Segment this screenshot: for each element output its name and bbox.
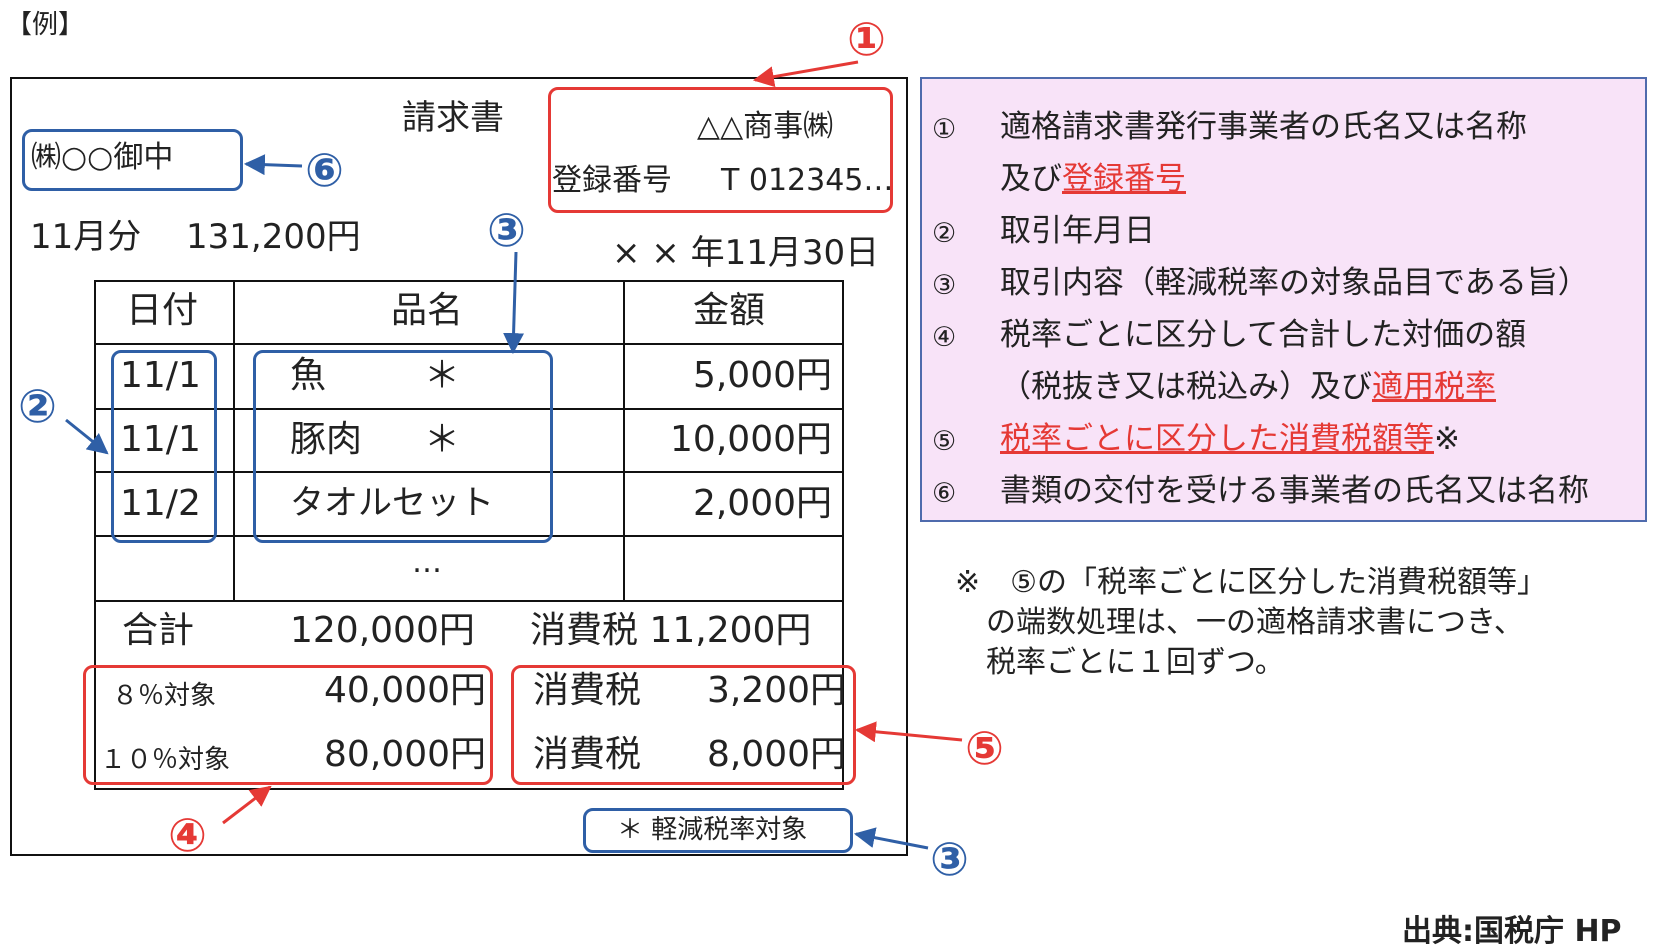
legend-text: （税抜き又は税込み）及び xyxy=(1000,369,1372,405)
breakdown-tax-label: 消費税 xyxy=(533,734,642,775)
legend-number: ⑥ xyxy=(932,478,957,509)
marker-4: ④ xyxy=(168,808,207,862)
row-item: タオルセット xyxy=(290,483,494,523)
table-line xyxy=(233,280,235,600)
legend-item-continued: （税抜き又は税込み）及び適用税率 xyxy=(1000,372,1496,403)
legend-number: ④ xyxy=(932,322,957,353)
legend-panel xyxy=(920,77,1647,522)
reduced-rate-note-box xyxy=(583,808,853,853)
row-reduced-mark: ＊ xyxy=(424,355,461,396)
row-reduced-mark: ＊ xyxy=(424,419,461,460)
row-ellipsis: … xyxy=(412,545,442,580)
table-line xyxy=(94,280,844,282)
reduced-rate-note: ＊ 軽減税率対象 xyxy=(617,815,808,845)
row-date: 11/1 xyxy=(120,419,201,460)
legend-item: 取引内容（軽減税率の対象品目である旨） xyxy=(1000,265,1589,301)
arrow-marker-3-note xyxy=(853,827,929,850)
arrow-marker-1 xyxy=(752,60,859,88)
arrow-marker-5 xyxy=(854,721,963,743)
legend-number: ② xyxy=(932,218,957,249)
legend-item: 税率ごとに区分して合計した対価の額 xyxy=(1000,317,1527,353)
table-line xyxy=(94,408,844,410)
legend-highlight: 登録番号 xyxy=(1062,161,1186,197)
marker-1: ① xyxy=(847,12,886,66)
legend-item: 書類の交付を受ける事業者の氏名又は名称 xyxy=(1000,473,1589,509)
table-line xyxy=(94,535,844,537)
arrow-marker-3-items xyxy=(503,251,525,355)
table-line xyxy=(94,280,96,790)
row-item: 魚 xyxy=(290,355,327,396)
breakdown-label: ８％対象 xyxy=(112,681,217,711)
total-tax: 消費税 11,200円 xyxy=(530,610,812,651)
arrow-marker-6 xyxy=(243,154,303,176)
table-line xyxy=(94,600,844,602)
source-credit: 出典:国税庁 HP xyxy=(1402,914,1622,949)
period-total: 131,200円 xyxy=(186,217,361,257)
rate-breakdown-box xyxy=(83,665,493,785)
registration-label: 登録番号 xyxy=(552,163,672,198)
column-header-amount: 金額 xyxy=(693,290,766,331)
row-date: 11/2 xyxy=(120,483,201,524)
issuer-name: △△商事㈱ xyxy=(697,109,834,144)
legend-item: 適格請求書発行事業者の氏名又は名称 xyxy=(1000,109,1527,145)
row-item: 豚肉 xyxy=(290,419,363,460)
marker-5: ⑤ xyxy=(965,721,1004,775)
footnote-line: の端数処理は、一の適格請求書につき、 xyxy=(986,605,1524,640)
legend-highlight: 適用税率 xyxy=(1372,369,1496,405)
breakdown-value: 80,000円 xyxy=(324,734,486,775)
legend-number: ① xyxy=(932,114,957,145)
breakdown-label: １０％対象 xyxy=(100,745,231,775)
legend-item-continued: 及び登録番号 xyxy=(1000,164,1186,195)
row-date: 11/1 xyxy=(120,355,201,396)
breakdown-value: 40,000円 xyxy=(324,670,486,711)
recipient-box xyxy=(22,129,243,191)
issuer-box xyxy=(548,87,893,213)
legend-item: 税率ごとに区分した消費税額等※ xyxy=(1000,424,1460,455)
legend-text: ※ xyxy=(1434,421,1460,457)
invoice-title: 請求書 xyxy=(402,98,504,138)
invoice-frame xyxy=(10,77,908,856)
example-label: 【例】 xyxy=(6,10,85,40)
footnote-line: ※ ⑤の「税率ごとに区分した消費税額等」 xyxy=(955,565,1548,600)
marker-6: ⑥ xyxy=(305,143,344,197)
marker-3-items: ③ xyxy=(487,203,526,257)
legend-highlight: 税率ごとに区分した消費税額等 xyxy=(1000,421,1434,457)
registration-number: T 012345… xyxy=(721,163,894,198)
row-amount: 2,000円 xyxy=(692,483,832,524)
recipient-name: ㈱○○御中 xyxy=(31,140,174,175)
table-line xyxy=(94,343,844,345)
column-header-date: 日付 xyxy=(126,290,199,331)
arrow-marker-2 xyxy=(65,418,109,455)
legend-number: ⑤ xyxy=(932,426,957,457)
breakdown-tax-value: 3,200円 xyxy=(706,670,846,711)
table-line xyxy=(94,788,844,790)
invoice-date: × × 年11月30日 xyxy=(612,233,880,273)
total-label: 合計 xyxy=(122,610,195,651)
marker-3-note: ③ xyxy=(930,832,969,886)
arrow-marker-4 xyxy=(222,785,272,825)
total-value: 120,000円 xyxy=(290,610,475,651)
table-line xyxy=(94,471,844,473)
row-amount: 5,000円 xyxy=(692,355,832,396)
table-line xyxy=(842,280,844,790)
tax-breakdown-box xyxy=(511,665,856,785)
table-line xyxy=(623,280,625,600)
legend-number: ③ xyxy=(932,270,957,301)
marker-2: ② xyxy=(18,379,57,433)
footnote-line: 税率ごとに１回ずつ。 xyxy=(986,645,1285,680)
breakdown-tax-value: 8,000円 xyxy=(706,734,846,775)
billing-period: 11月分 xyxy=(30,217,142,257)
dates-highlight-box xyxy=(111,350,217,543)
legend-text: 及び xyxy=(1000,161,1062,197)
items-highlight-box xyxy=(253,350,553,543)
row-amount: 10,000円 xyxy=(670,419,832,460)
column-header-item: 品名 xyxy=(391,290,464,331)
breakdown-tax-label: 消費税 xyxy=(533,670,642,711)
legend-item: 取引年月日 xyxy=(1000,213,1155,249)
